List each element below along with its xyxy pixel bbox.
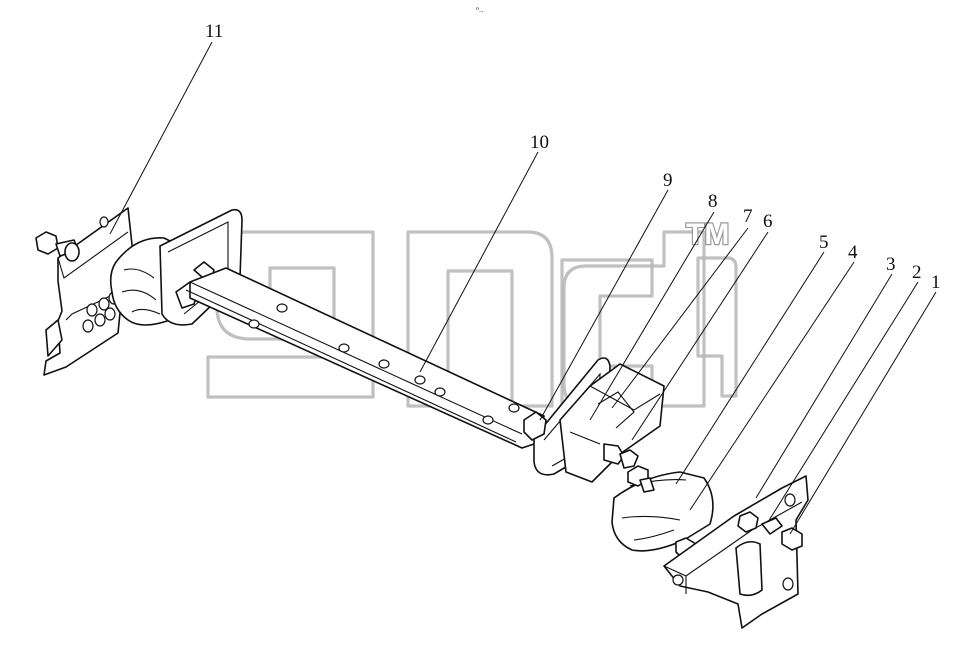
- leader-10: [419, 151, 539, 373]
- callout-11: 11: [205, 21, 223, 42]
- left-end-plate: [159, 208, 243, 326]
- callout-3: 3: [886, 254, 896, 275]
- callout-8: 8: [708, 191, 718, 212]
- leader-11: [109, 41, 213, 235]
- callout-9: 9: [663, 170, 673, 191]
- leader-4: [689, 261, 855, 511]
- part-5-rubber-isolator: [611, 465, 714, 561]
- callout-2: 2: [912, 262, 922, 283]
- part-1-bolt: [781, 527, 803, 551]
- leader-9: [539, 189, 669, 421]
- callout-labels: 11 10 9 8 7 6 5 4 3 2 1: [205, 21, 941, 293]
- callout-6: 6: [763, 211, 773, 232]
- part-8-right-mount-bracket: [559, 363, 665, 483]
- part-10-crossbeam: [185, 267, 545, 449]
- leader-3: [755, 273, 893, 499]
- leader-1: [789, 291, 937, 535]
- leader-5: [675, 251, 825, 485]
- watermark-tm: TM: [686, 218, 729, 251]
- leader-8: [589, 211, 715, 421]
- callout-10: 10: [530, 132, 549, 153]
- leader-2: [767, 281, 919, 523]
- callout-7: 7: [743, 206, 753, 227]
- leader-lines: [109, 41, 937, 535]
- top-mark: ⁿ..: [476, 5, 483, 14]
- left-rubber-mount: [109, 237, 173, 326]
- leader-7: [611, 227, 749, 409]
- part-6-bolt: [603, 443, 639, 469]
- callout-1: 1: [931, 272, 941, 293]
- callout-5: 5: [819, 232, 829, 253]
- leader-6: [631, 231, 769, 441]
- callout-4: 4: [848, 242, 858, 263]
- part-4-lower-bracket: [663, 475, 809, 629]
